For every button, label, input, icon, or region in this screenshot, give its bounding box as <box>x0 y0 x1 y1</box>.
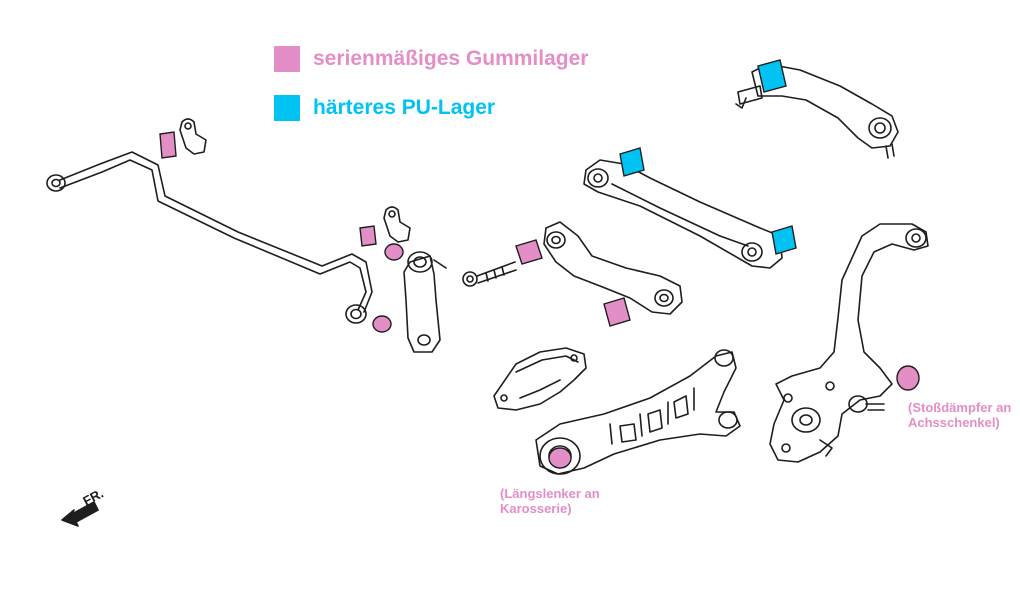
note-damper: (Stoßdämpfer an Achsschenkel) <box>908 400 1011 430</box>
pu-bushings <box>619 59 797 255</box>
legend-swatch-stock <box>274 46 300 72</box>
note-trailing-arm-line2: Karosserie) <box>500 501 572 516</box>
bushing-stock-stabilizer-upper <box>159 131 177 159</box>
bushing-stock-curved-link <box>515 239 543 265</box>
bushing-pu-long-link-outer <box>771 225 797 255</box>
note-trailing-arm-line1: (Längslenker an <box>500 486 600 501</box>
note-damper-line2: Achsschenkel) <box>908 415 1000 430</box>
bushing-pu-upper-arm <box>757 59 787 93</box>
arm-bolt <box>462 261 517 287</box>
legend-label-stock: serienmäßiges Gummilager <box>313 47 589 70</box>
bushing-stock-damper <box>896 365 920 391</box>
lateral-link-long <box>583 159 783 269</box>
legend-label-pu: härteres PU-Lager <box>313 96 496 119</box>
bushing-stock-link-upper <box>384 243 404 261</box>
mounting-bracket <box>493 347 587 411</box>
legend-swatch-pu <box>274 95 300 121</box>
stabilizer-clamp-lower <box>383 206 411 243</box>
bushing-stock-stabilizer-lower <box>359 225 377 247</box>
stabilizer-link <box>403 251 447 353</box>
bushing-stock-link-lower <box>372 315 392 333</box>
upper-control-arm <box>735 63 899 159</box>
bushing-pu-long-link-inner <box>619 147 645 177</box>
stock-bushings <box>159 131 920 469</box>
stabilizer-clamp-upper <box>179 118 207 155</box>
note-damper-line1: (Stoßdämpfer an <box>908 400 1012 415</box>
trailing-arm <box>535 349 741 475</box>
stabilizer-end-bushing <box>345 304 367 324</box>
direction-arrow <box>61 501 99 527</box>
bushing-stock-trailing-arm <box>548 447 572 469</box>
stabilizer-bar <box>46 151 373 313</box>
knuckle <box>769 223 929 463</box>
note-trailing-arm: (Längslenker an Karosserie) <box>500 486 600 516</box>
bushing-stock-curved-link-outer <box>603 297 631 327</box>
direction-label: FR. <box>80 486 106 509</box>
lateral-link-curved <box>543 221 683 315</box>
